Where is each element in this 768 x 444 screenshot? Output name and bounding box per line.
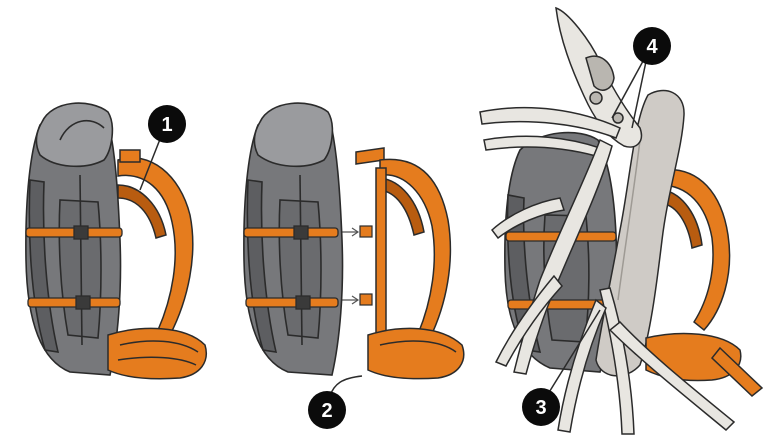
callout-4-label: 4: [646, 36, 658, 58]
panel-pack-standard: 1: [25, 102, 207, 380]
callout-4: 4: [633, 27, 671, 65]
callout-4-leader-a: [611, 51, 649, 119]
callout-1: 1: [148, 105, 186, 143]
hip-belt: [367, 327, 465, 380]
hip-belt: [107, 327, 207, 380]
detached-frame: [355, 147, 452, 339]
pack-body: [243, 102, 344, 376]
harness-frame: [659, 168, 731, 332]
pack-body: [25, 102, 122, 376]
compression-straps: [25, 225, 123, 310]
antlers: [479, 106, 736, 435]
callout-2: 2: [308, 391, 346, 429]
callout-1-label: 1: [161, 114, 172, 136]
compression-straps: [243, 225, 339, 310]
callout-3-label: 3: [535, 397, 546, 419]
callout-3-leader: [547, 309, 601, 395]
callout-4-leader-b: [631, 51, 649, 129]
harness-frame: [117, 149, 194, 336]
skull: [555, 6, 643, 148]
panel-pack-loaded-with-antlers: 3 4: [479, 6, 764, 435]
panel-pack-frame-expanded: 2: [243, 102, 465, 429]
callout-2-label: 2: [321, 400, 332, 422]
meat-bag: [595, 89, 685, 377]
callout-3: 3: [522, 388, 560, 426]
